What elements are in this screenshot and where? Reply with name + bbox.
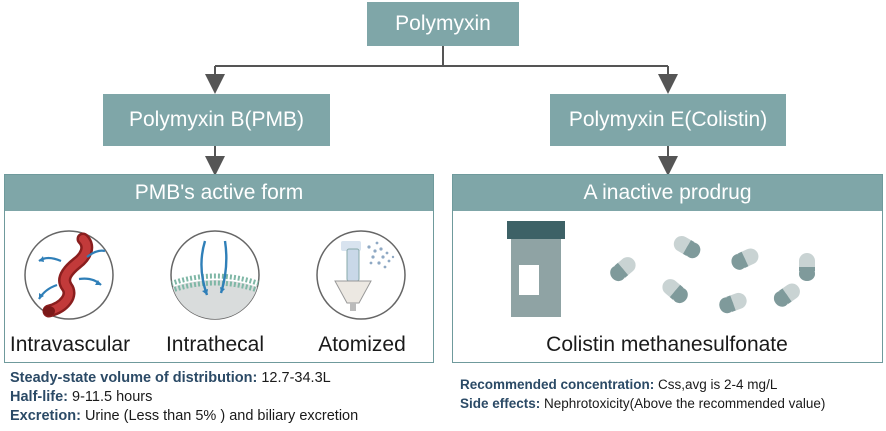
fact-side-effects: Side effects: Nephrotoxicity(Above the r… xyxy=(460,396,826,411)
drug-label: Colistin methanesulfonate xyxy=(546,333,788,356)
route-label-atomized: Atomized xyxy=(318,333,406,356)
polymyxin-b-label: Polymyxin B(PMB) xyxy=(128,108,305,131)
polymyxin-e-node: Polymyxin E(Colistin) xyxy=(550,94,786,146)
pmb-panel-title: PMB's active form xyxy=(5,175,433,211)
pill-bottle-and-capsules-icon xyxy=(507,221,815,317)
fact-volume-distribution: Steady-state volume of distribution: 12.… xyxy=(10,370,331,386)
prodrug-panel: A inactive prodrug Colistin methanesulfo… xyxy=(452,174,883,363)
root-label: Polymyxin xyxy=(395,12,491,35)
membrane-icon xyxy=(170,230,260,320)
fact-half-life: Half-life: 9-11.5 hours xyxy=(10,389,153,405)
polymyxin-b-node: Polymyxin B(PMB) xyxy=(103,94,330,146)
root-node: Polymyxin xyxy=(367,2,519,46)
polymyxin-e-label: Polymyxin E(Colistin) xyxy=(568,108,768,131)
colistin-facts: Recommended concentration: Css,avg is 2-… xyxy=(460,375,882,413)
pmb-facts: Steady-state volume of distribution: 12.… xyxy=(10,369,440,426)
pmb-active-form-panel: PMB's active form xyxy=(4,174,434,363)
nebulizer-icon xyxy=(316,230,406,320)
route-label-intravascular: Intravascular xyxy=(9,333,131,356)
fact-recommended-concentration: Recommended concentration: Css,avg is 2-… xyxy=(460,377,778,392)
fact-excretion: Excretion: Urine (Less than 5% ) and bil… xyxy=(10,408,359,424)
prodrug-panel-title: A inactive prodrug xyxy=(453,175,882,211)
blood-vessel-icon xyxy=(24,230,114,320)
route-label-intrathecal: Intrathecal xyxy=(165,333,265,356)
